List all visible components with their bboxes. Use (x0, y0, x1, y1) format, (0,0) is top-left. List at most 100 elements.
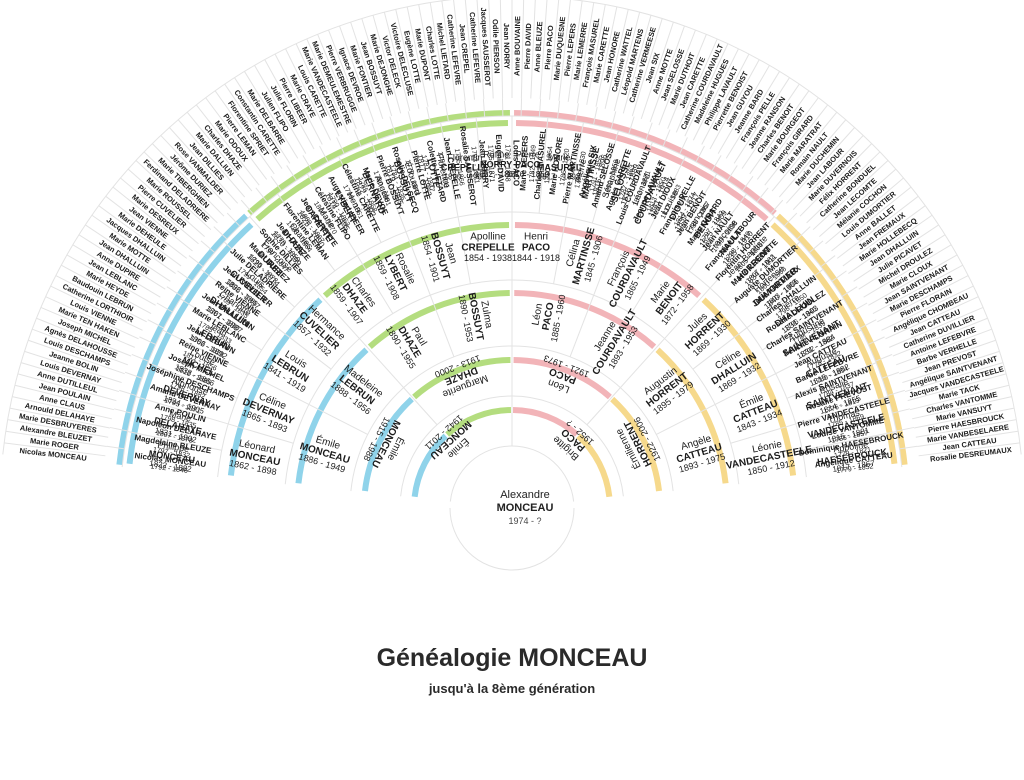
given-name: Henri (524, 232, 548, 243)
divider-line (226, 212, 241, 227)
divider-line (872, 264, 963, 314)
divider-line (863, 244, 952, 298)
divider-line (604, 9, 629, 109)
divider-line (371, 141, 407, 232)
divider-line (124, 371, 143, 379)
person-label[interactable]: Anne BLEUZE (532, 21, 544, 72)
given-name: Philippe (157, 439, 190, 454)
divider-line (831, 186, 912, 252)
quadrant-band (576, 433, 613, 498)
divider-line (820, 255, 836, 268)
divider-line (105, 195, 188, 259)
divider-line (319, 145, 329, 163)
divider-line (200, 268, 278, 329)
divider-line (836, 195, 919, 259)
divider-line (40, 306, 135, 348)
divider-line (812, 160, 889, 231)
divider-line (339, 25, 375, 123)
divider-line (802, 431, 897, 451)
divider-line (24, 350, 122, 384)
person-label[interactable]: Anne BOUVAINE (512, 16, 522, 76)
divider-line (746, 268, 824, 329)
divider-line (799, 143, 873, 217)
divider-line (277, 193, 336, 272)
divider-line (200, 240, 215, 253)
root-person[interactable]: Alexandre MONCEAU 1974 - ? (470, 489, 580, 528)
person-label[interactable]: Odile PIERSON (491, 19, 502, 74)
divider-line (709, 59, 760, 150)
divider-line (353, 129, 362, 147)
divider-line (306, 173, 358, 256)
divider-line (254, 65, 307, 154)
dates: 1779 - 1852 (836, 463, 874, 475)
divider-line (741, 83, 800, 169)
divider-line (336, 137, 345, 154)
divider-line (902, 350, 1000, 384)
quadrant-band (513, 357, 612, 400)
divider-line (628, 116, 635, 134)
divider-line (302, 155, 313, 172)
divider-line (429, 2, 448, 104)
divider-line (875, 353, 893, 362)
divider-line (264, 59, 315, 150)
full-name: Anne BLEUZE (532, 21, 544, 72)
divider-line (656, 404, 716, 435)
divider-line (255, 187, 268, 203)
dates: 1780 - 1864 (544, 146, 554, 184)
given-name: Marie (548, 153, 571, 163)
person-label[interactable]: Jean NORRY (502, 23, 512, 69)
divider-line (539, 0, 548, 100)
divider-line (151, 143, 225, 217)
divider-line (620, 338, 665, 388)
divider-line (749, 90, 810, 175)
surname: PACO (541, 301, 557, 331)
quadrant-band (610, 396, 662, 492)
person-label[interactable]: Pierre DAVID (523, 23, 534, 70)
divider-line (285, 48, 332, 141)
divider-line (440, 122, 459, 218)
divider-line (631, 18, 663, 117)
person-label[interactable]: Pierre PACO (543, 25, 556, 70)
divider-line (224, 83, 283, 169)
divider-line (881, 285, 974, 331)
quadrant-band (412, 357, 511, 400)
dates: 1792 - 1846 (150, 463, 188, 475)
divider-line (406, 6, 429, 107)
divider-line (383, 12, 411, 112)
divider-line (276, 327, 332, 370)
divider-line (915, 419, 1017, 438)
root-outline (449, 507, 575, 571)
divider-line (877, 275, 969, 323)
quadrant-band (445, 407, 512, 437)
